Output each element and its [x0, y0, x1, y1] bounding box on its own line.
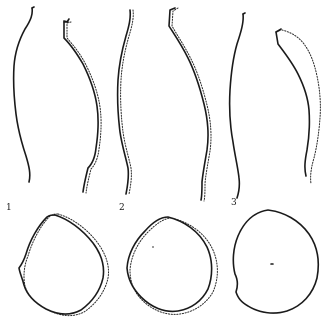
- panel-label-3: 3: [231, 198, 237, 208]
- panel-label-2: 2: [119, 203, 125, 213]
- panel-1-profiles: [14, 7, 101, 193]
- panel-3-section-outline: [233, 210, 318, 313]
- panel-3-profiles: [230, 13, 321, 198]
- panel-2-back-profile: [169, 8, 208, 200]
- panel-3-front-profile: [230, 14, 244, 198]
- panel-2-profiles: [118, 8, 211, 201]
- panel-3-back-profile-dotted: [282, 30, 320, 184]
- panel-2-back-profile-dotted: [172, 8, 211, 201]
- panel-3-back-profile: [276, 30, 309, 176]
- panel-1-front-profile: [14, 8, 33, 182]
- panel-3-front-profile-tip: [243, 13, 245, 14]
- panel-2-cross-section: [127, 217, 217, 314]
- panel-1-cross-section: [19, 214, 109, 316]
- panel-1-front-profile-tip: [32, 7, 34, 8]
- panel-label-1: 1: [6, 203, 12, 213]
- panel-3-cross-section: [233, 210, 318, 313]
- panel-1-section-outline: [19, 215, 104, 314]
- panel-2-speck: [152, 246, 154, 248]
